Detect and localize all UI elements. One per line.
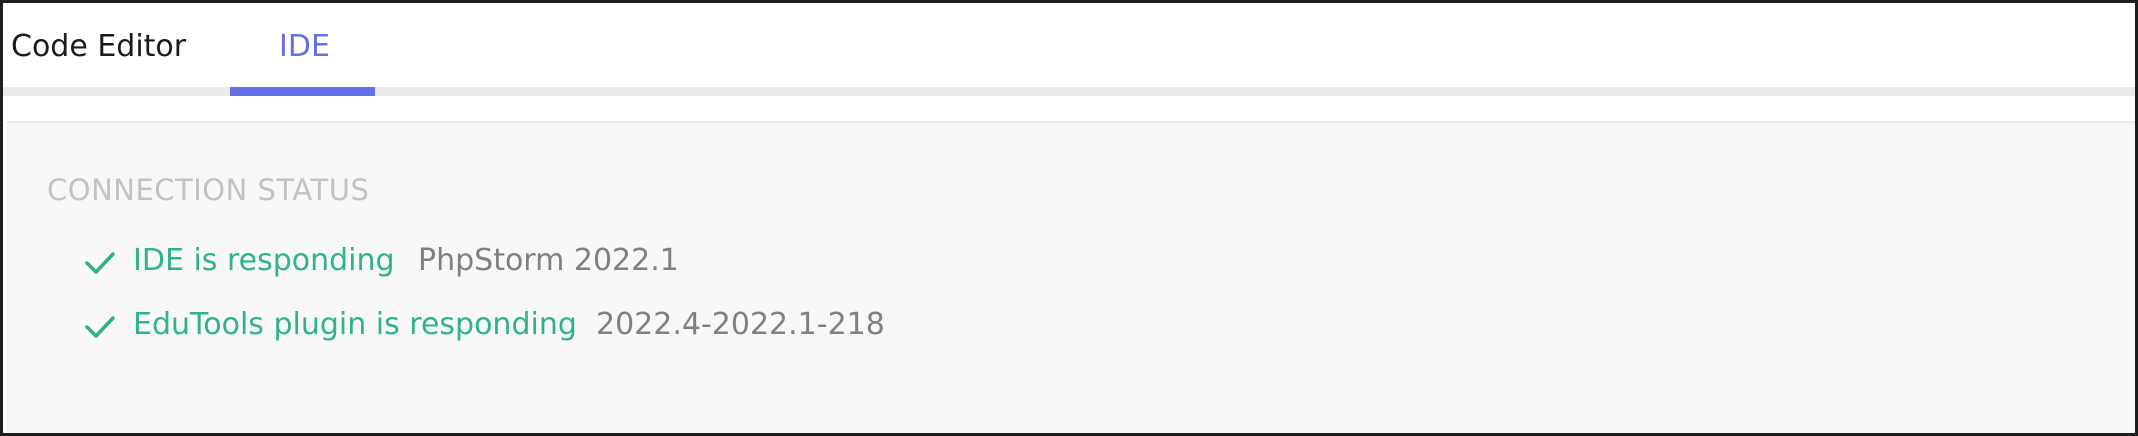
- check-icon: [85, 252, 115, 274]
- tab-code-editor-label: Code Editor: [11, 29, 187, 64]
- tab-code-editor[interactable]: Code Editor: [3, 3, 203, 96]
- connection-status-panel: CONNECTION STATUS IDE is responding PhpS…: [6, 121, 2135, 433]
- tab-bar-track: [3, 87, 2135, 96]
- check-icon: [85, 316, 115, 338]
- tab-ide-label: IDE: [279, 29, 330, 64]
- status-row-ide: IDE is responding PhpStorm 2022.1: [6, 241, 1206, 285]
- tab-bar: Code Editor IDE: [3, 3, 2135, 97]
- status-row-edutools: EduTools plugin is responding 2022.4-202…: [6, 305, 1206, 349]
- section-title: CONNECTION STATUS: [47, 173, 370, 207]
- status-label: EduTools plugin is responding: [133, 307, 577, 342]
- status-value: PhpStorm 2022.1: [418, 243, 679, 278]
- tab-ide[interactable]: IDE: [230, 3, 375, 96]
- active-tab-indicator: [230, 87, 375, 96]
- status-label: IDE is responding: [133, 243, 395, 278]
- status-value: 2022.4-2022.1-218: [596, 307, 885, 342]
